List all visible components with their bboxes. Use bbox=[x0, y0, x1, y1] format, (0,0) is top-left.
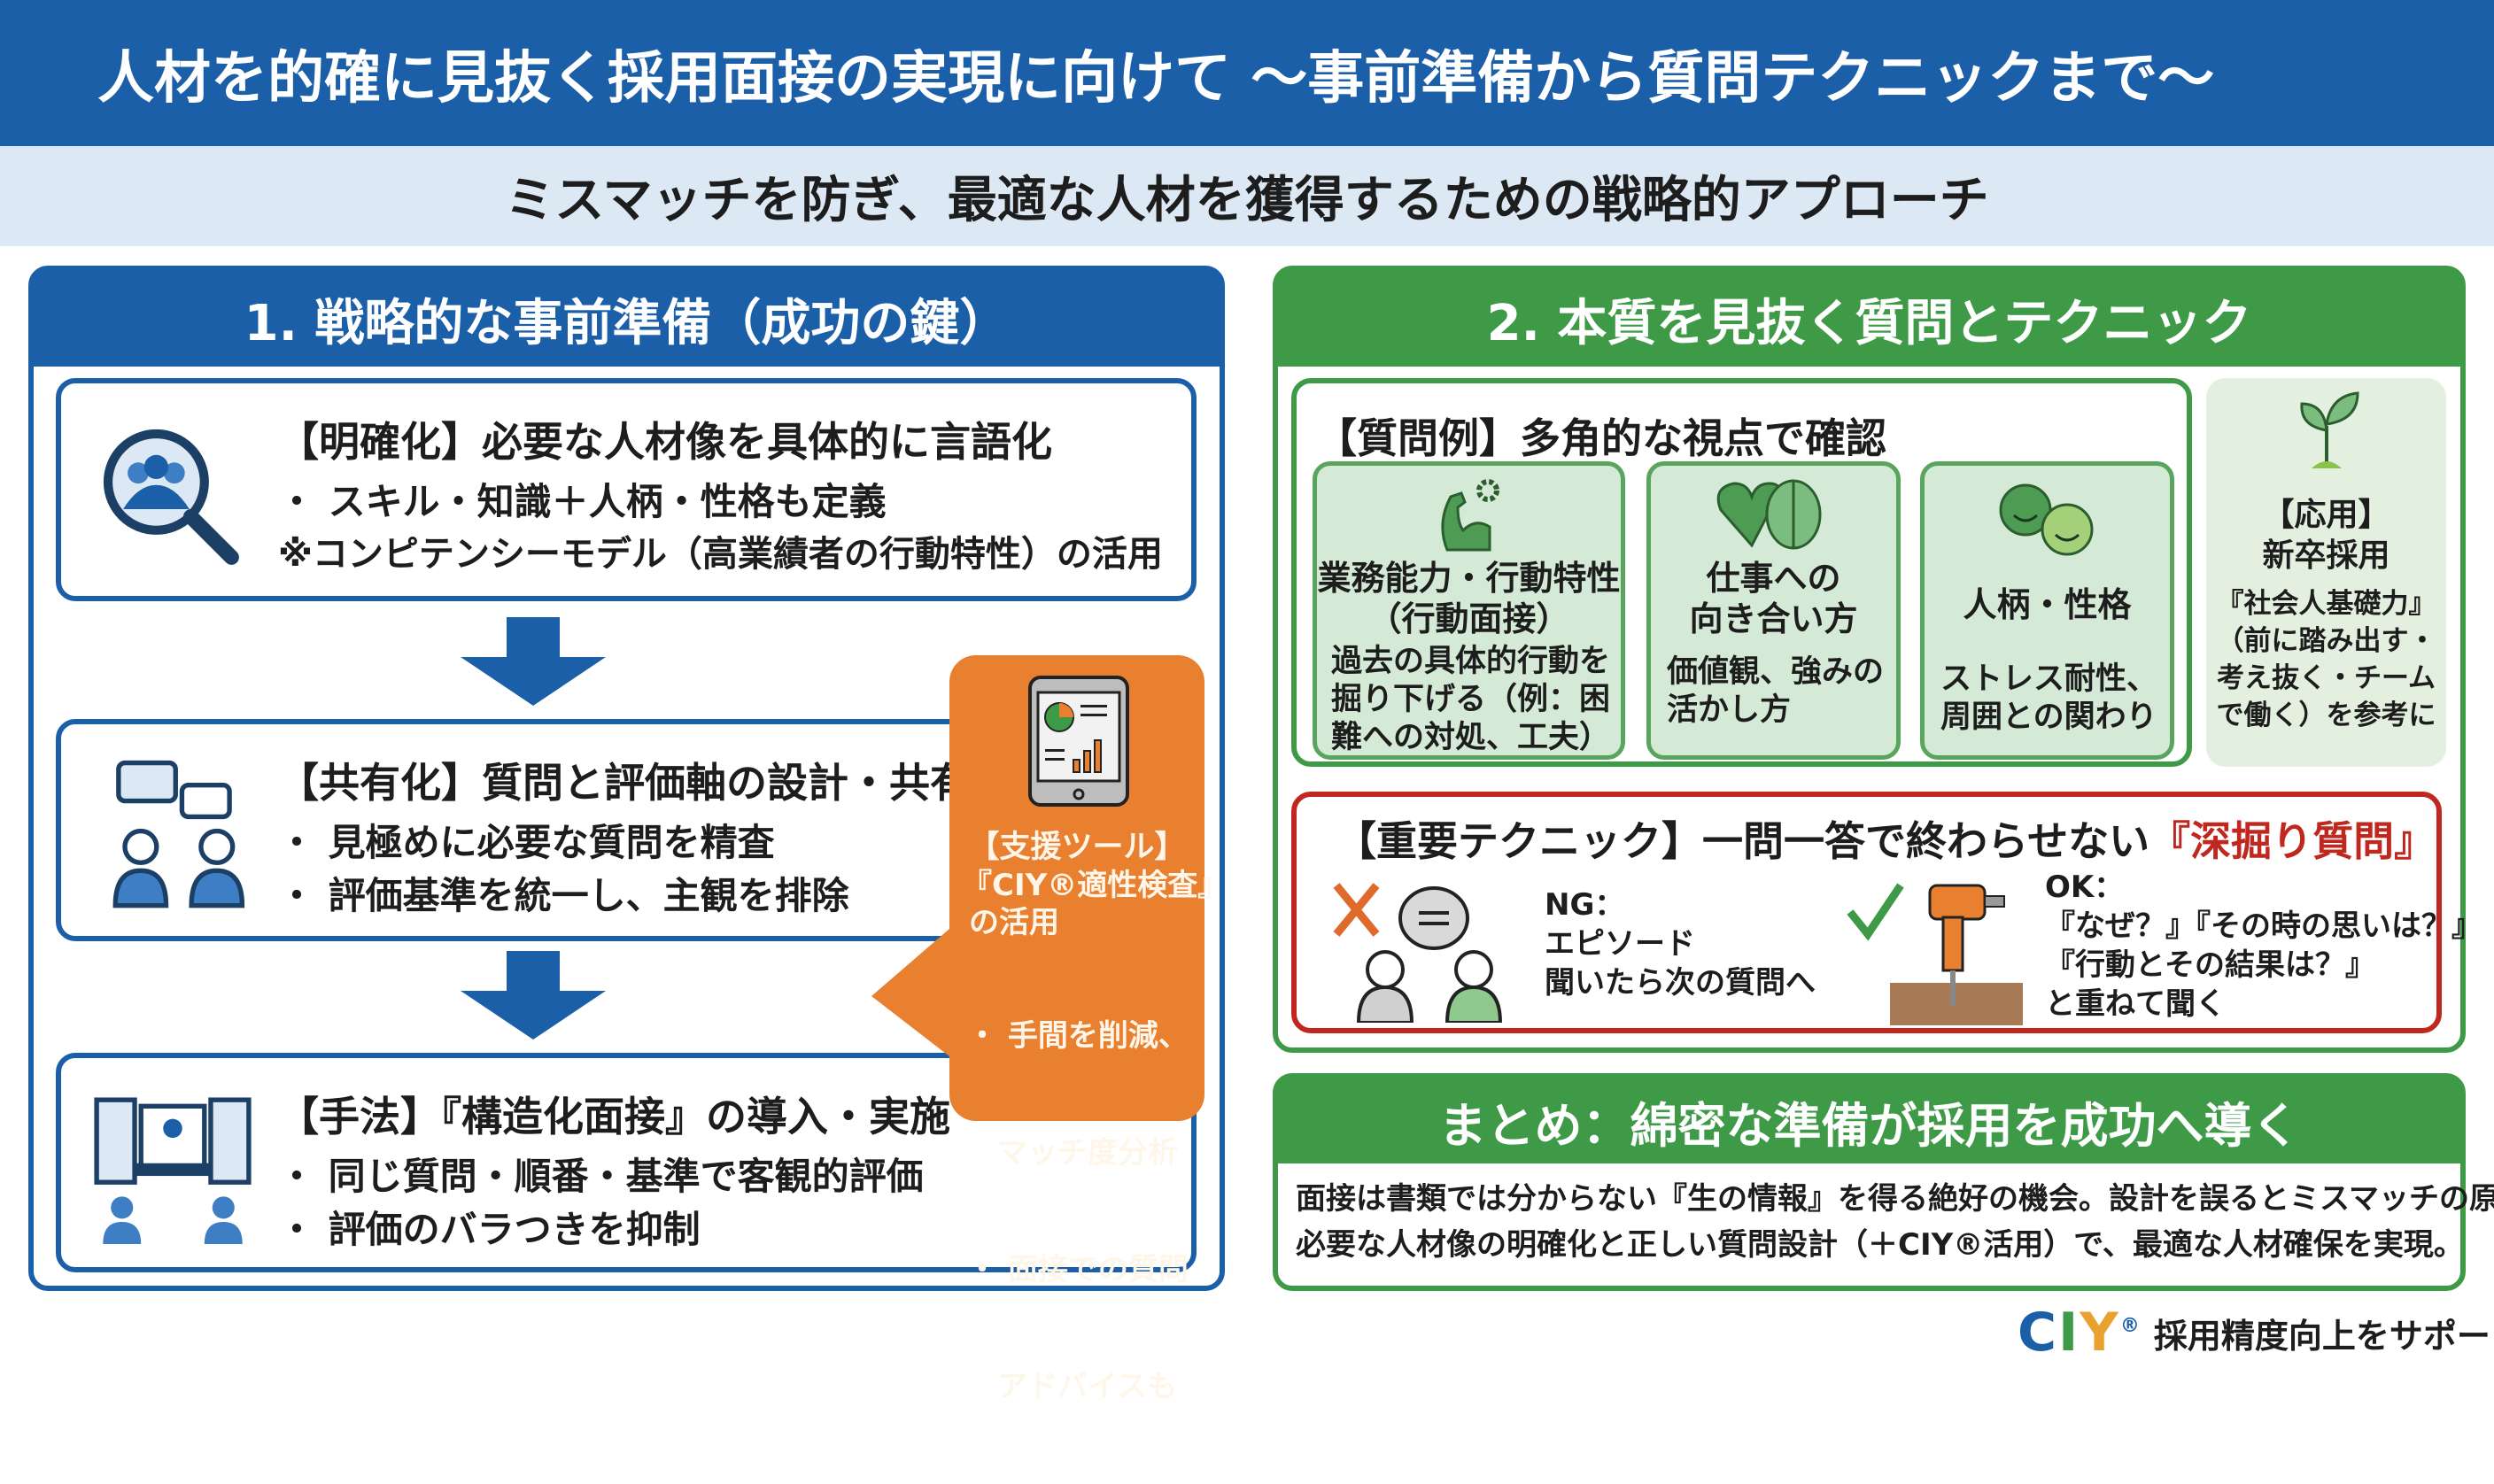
card-desc: 難への対処、工夫） bbox=[1331, 720, 1611, 755]
footer-tagline: 採用精度向上をサポート bbox=[2153, 1316, 2494, 1356]
question-examples-title: 【質問例】多角的な視点で確認 bbox=[1316, 414, 1886, 462]
summary-line: 必要な人材像の明確化と正しい質問設計（＋CIY®活用）で、最適な人材確保を実現。 bbox=[1296, 1227, 2464, 1263]
card-title: 人柄・性格 bbox=[1963, 585, 2132, 624]
summary-line: 面接は書類では分からない『生の情報』を得る絶好の機会。設計を誤るとミスマッチの原… bbox=[1296, 1181, 2494, 1217]
ok-line: と重ねて聞く bbox=[2045, 986, 2226, 1022]
ciy-logo: CIY® bbox=[2018, 1302, 2142, 1364]
card-desc: ストレス耐性、 bbox=[1940, 661, 2158, 697]
interview-panel-icon bbox=[94, 1097, 252, 1244]
callout-tool-name: 『CIY®適性検査』 bbox=[962, 868, 1228, 903]
smiley-faces-icon bbox=[1999, 483, 2093, 556]
question-card-attitude: 仕事への 向き合い方 価値観、強みの 活かし方 bbox=[1646, 461, 1901, 760]
ng-conversation-icon bbox=[1333, 883, 1503, 1023]
step-title: 【手法】『構造化面接』の導入・実施 bbox=[278, 1093, 950, 1140]
step-line: ※コンピテンシーモデル（高業績者の行動特性）の活用 bbox=[278, 534, 1163, 575]
ok-drill-icon bbox=[1847, 883, 2023, 1025]
ok-line: 『行動とその結果は？』 bbox=[2045, 947, 2375, 983]
ng-line: 聞いたら次の質問へ bbox=[1545, 965, 1816, 1001]
page-subtitle: ミスマッチを防ぎ、最適な人材を獲得するための戦略的アプローチ bbox=[505, 172, 1989, 229]
summary-box: まとめ：綿密な準備が採用を成功へ導く 面接は書類では分からない『生の情報』を得る… bbox=[1273, 1073, 2494, 1291]
page-title: 人材を的確に見抜く採用面接の実現に向けて ～事前準備から質問テクニックまで～ bbox=[97, 45, 2215, 112]
applied-line: 【応用】 bbox=[2262, 497, 2390, 533]
subtitle-banner: ミスマッチを防ぎ、最適な人材を獲得するための戦略的アプローチ bbox=[0, 146, 2494, 246]
card-title: 業務能力・行動特性 bbox=[1317, 559, 1621, 598]
applied-new-graduate-card: 【応用】 新卒採用 『社会人基礎力』 （前に踏み出す・ 考え抜く・チーム で働く… bbox=[2206, 378, 2446, 767]
card-desc: 過去の具体的行動を bbox=[1331, 644, 1611, 679]
technique-highlight: 『深掘り質問』 bbox=[2149, 817, 2436, 865]
tablet-chart-icon bbox=[1028, 676, 1129, 807]
callout-bullet: マッチ度分析 bbox=[967, 1135, 1178, 1171]
summary-heading: まとめ：綿密な準備が採用を成功へ導く bbox=[1278, 1078, 2460, 1163]
ng-line: NG： bbox=[1545, 887, 1625, 923]
callout-bullet: ・ 手間を削減、 bbox=[967, 1018, 1189, 1054]
applied-line: で働く）を参考に bbox=[2216, 699, 2436, 731]
magnifier-people-icon bbox=[103, 429, 239, 565]
applied-line: 新卒採用 bbox=[2262, 537, 2390, 574]
step-line: ・ 評価のバラつきを抑制 bbox=[278, 1208, 701, 1251]
question-card-personality: 人柄・性格 ストレス耐性、 周囲との関わり bbox=[1920, 461, 2174, 760]
question-card-ability: 業務能力・行動特性 （行動面接） 過去の具体的行動を 掘り下げる（例：困 難への… bbox=[1313, 461, 1625, 760]
title-banner: 人材を的確に見抜く採用面接の実現に向けて ～事前準備から質問テクニックまで～ bbox=[0, 0, 2494, 146]
callout-bullet: アドバイスも bbox=[967, 1369, 1177, 1404]
step-title: 【共有化】質問と評価軸の設計・共有 bbox=[278, 759, 971, 807]
step-line: ・ スキル・知識＋人柄・性格も定義 bbox=[278, 480, 887, 523]
step-line: ・ 見極めに必要な質問を精査 bbox=[278, 821, 775, 864]
card-desc: 掘り下げる（例：困 bbox=[1331, 682, 1611, 717]
support-tool-callout: 【支援ツール】 『CIY®適性検査』 の活用 ・ 手間を削減、 マッチ度分析 ・… bbox=[949, 655, 1228, 1404]
card-desc: 周囲との関わり bbox=[1940, 699, 2157, 735]
callout-pointer bbox=[871, 912, 969, 1071]
heart-brain-icon bbox=[1716, 479, 1821, 550]
card-title: 仕事への bbox=[1706, 559, 1841, 598]
down-arrow-icon bbox=[461, 617, 606, 706]
sprout-icon bbox=[2299, 391, 2359, 468]
step-title: 【明確化】必要な人材像を具体的に言語化 bbox=[278, 418, 1052, 466]
deep-dive-technique-box: 【重要テクニック】一問一答で終わらせない『深掘り質問』 NG： エピソード 聞い… bbox=[1291, 792, 2482, 1033]
muscle-gear-icon bbox=[1440, 479, 1499, 552]
step-line: ・ 同じ質問・順番・基準で客観的評価 bbox=[278, 1155, 924, 1198]
applied-line: 『社会人基礎力』 bbox=[2216, 588, 2436, 620]
preparation-panel: 1. 戦略的な事前準備（成功の鍵） bbox=[28, 266, 1225, 1291]
card-desc: 価値観、強みの bbox=[1667, 654, 1885, 690]
step-line: ・ 評価基準を統一し、主観を排除 bbox=[278, 874, 849, 917]
footer-branding: CIY® 採用精度向上をサポート bbox=[2018, 1302, 2494, 1364]
callout-bullet: ・ 面接での質問 bbox=[967, 1252, 1189, 1287]
step-clarify: 【明確化】必要な人材像を具体的に言語化 ・ スキル・知識＋人柄・性格も定義 ※コ… bbox=[56, 378, 1197, 601]
down-arrow-icon bbox=[461, 951, 606, 1040]
applied-line: 考え抜く・チーム bbox=[2216, 662, 2436, 694]
technique-title: 【重要テクニック】一問一答で終わらせない bbox=[1336, 817, 2150, 865]
callout-suffix: の活用 bbox=[969, 905, 1059, 940]
preparation-heading: 1. 戦略的な事前準備（成功の鍵） bbox=[34, 271, 1220, 367]
applied-line: （前に踏み出す・ bbox=[2216, 625, 2436, 657]
ng-line: エピソード bbox=[1545, 926, 1695, 962]
ok-line: 『なぜ？』『その時の思いは？』 bbox=[2045, 908, 2482, 944]
card-title: （行動面接） bbox=[1367, 599, 1570, 638]
card-desc: 活かし方 bbox=[1667, 692, 1792, 728]
callout-title: 【支援ツール】 bbox=[968, 830, 1186, 865]
ok-line: OK： bbox=[2045, 870, 2125, 905]
card-title: 向き合い方 bbox=[1689, 599, 1858, 638]
discussion-people-icon bbox=[112, 760, 245, 908]
questions-heading: 2. 本質を見抜く質問とテクニック bbox=[1278, 271, 2460, 367]
questions-panel: 2. 本質を見抜く質問とテクニック bbox=[1273, 266, 2466, 1053]
